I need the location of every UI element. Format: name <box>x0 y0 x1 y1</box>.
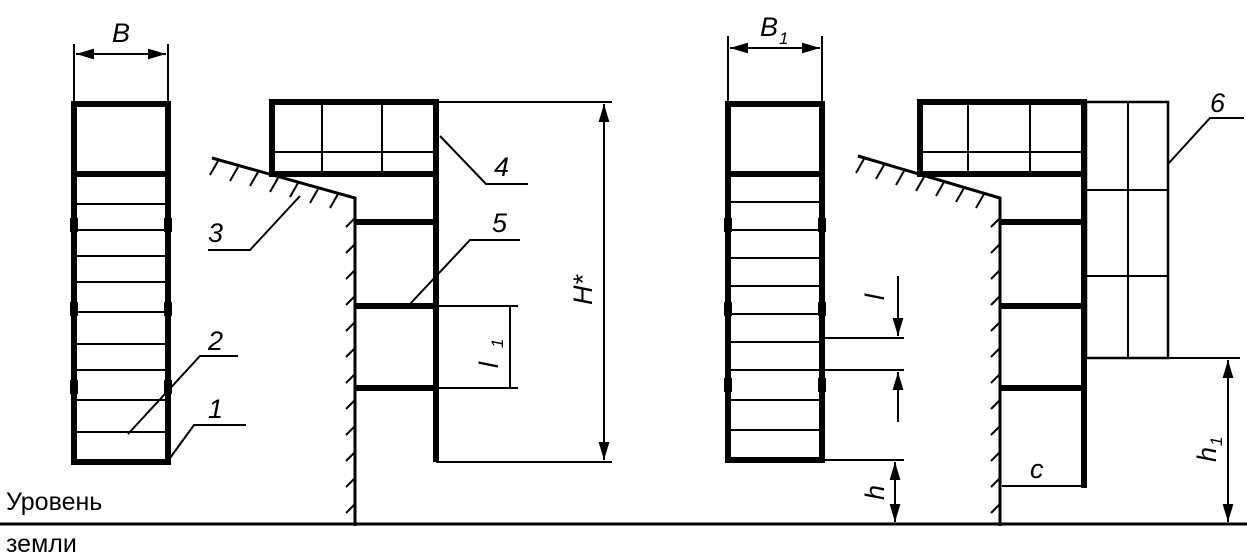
callout-3: 3 <box>208 218 223 248</box>
dim-l1-label: l <box>474 361 504 368</box>
side-view-left: l 1 H* 3 4 5 <box>208 99 612 526</box>
ground-label-line2: земли <box>6 530 77 558</box>
front-view-right: B 1 l h <box>724 12 904 522</box>
callout-1: 1 <box>208 394 223 424</box>
callout-5: 5 <box>492 208 508 238</box>
dim-l1-sub: 1 <box>488 339 507 348</box>
dim-b1-sub: 1 <box>779 29 788 48</box>
side-view-right: c h 1 6 <box>855 88 1244 526</box>
callout-6: 6 <box>1210 88 1226 118</box>
dim-h1-sub: 1 <box>1207 437 1226 446</box>
dim-c-label: c <box>1030 454 1044 484</box>
dim-b1-label: B <box>760 12 778 42</box>
callout-4: 4 <box>494 152 509 182</box>
dim-h-star-label: H* <box>568 274 598 305</box>
dim-h1-label: h <box>1192 447 1222 462</box>
front-view-left: B 1 2 <box>70 18 246 465</box>
dim-h-label: h <box>860 485 890 500</box>
dim-l-label: l <box>860 293 890 300</box>
callout-2: 2 <box>207 326 223 356</box>
ground-label-line1: Уровень <box>6 488 102 516</box>
dim-b-label: B <box>112 18 130 48</box>
